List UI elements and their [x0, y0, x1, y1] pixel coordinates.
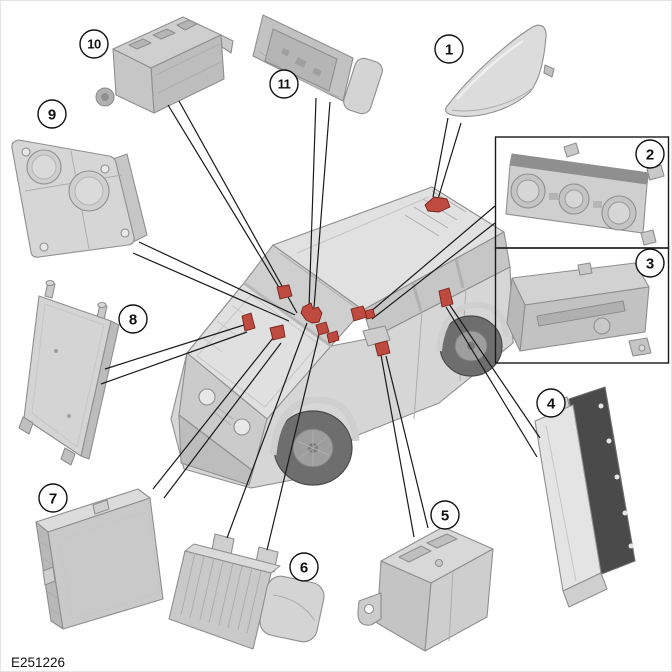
leader-line — [226, 322, 308, 539]
component-11-display — [252, 14, 383, 115]
callout-circle — [37, 99, 67, 129]
component-8-module — [18, 279, 120, 466]
callout-8: 8 — [118, 304, 148, 334]
detail-box-3 — [494, 247, 670, 364]
callout-number: 11 — [278, 77, 291, 92]
location-marker — [326, 330, 340, 344]
vehicle-illustration — [170, 186, 514, 489]
component-4-module — [534, 386, 636, 608]
component-6-amplifier — [168, 533, 325, 650]
leader-line — [138, 241, 296, 316]
location-marker — [438, 287, 454, 308]
leader-line — [152, 337, 274, 490]
location-marker — [269, 324, 286, 341]
callout-4: 4 — [536, 388, 566, 418]
callout-11: 11 — [269, 69, 299, 99]
figure-id-label: E251226 — [11, 655, 65, 670]
callout-circle — [430, 500, 460, 530]
leader-line — [132, 252, 290, 322]
location-marker — [315, 321, 330, 336]
leader-line — [432, 117, 449, 198]
callout-circle — [635, 139, 665, 169]
component-7-module — [35, 488, 164, 630]
leader-line — [385, 355, 429, 529]
callout-circle — [635, 248, 665, 278]
leader-line — [448, 303, 541, 439]
callout-10: 10 — [79, 29, 109, 59]
callout-circle — [289, 552, 319, 582]
location-markers — [241, 196, 454, 357]
component-10-module — [95, 16, 234, 114]
leader-line — [104, 324, 245, 370]
callout-number: 4 — [547, 396, 556, 413]
callout-number: 10 — [87, 37, 101, 52]
callout-number: 2 — [646, 147, 654, 164]
callout-number: 8 — [129, 312, 137, 329]
callout-number: 7 — [49, 491, 57, 508]
leader-line — [308, 97, 317, 309]
callout-number: 9 — [48, 107, 56, 124]
component-9-subwoofer — [11, 139, 148, 258]
callout-1: 1 — [434, 34, 464, 64]
location-marker — [276, 284, 293, 300]
leader-line — [178, 100, 298, 314]
leader-line — [380, 354, 415, 538]
location-marker — [424, 196, 451, 213]
leader-line — [100, 331, 248, 385]
callout-3: 3 — [635, 248, 665, 278]
callout-6: 6 — [289, 552, 319, 582]
component-1-antenna — [445, 24, 555, 117]
location-marker — [374, 340, 391, 357]
leader-line — [167, 104, 281, 290]
callout-circle — [79, 29, 109, 59]
location-marker — [241, 312, 256, 332]
callout-circle — [118, 304, 148, 334]
callout-number: 5 — [441, 508, 449, 525]
location-marker — [364, 308, 376, 320]
callout-circle — [38, 483, 68, 513]
callout-circle — [536, 388, 566, 418]
callout-9: 9 — [37, 99, 67, 129]
leader-line — [371, 222, 496, 320]
leader-line — [445, 306, 538, 458]
leader-line — [368, 205, 496, 314]
leader-line — [437, 122, 462, 200]
leader-line — [163, 342, 282, 499]
leader-line — [313, 101, 331, 309]
callout-number: 1 — [445, 42, 453, 59]
callout-circle — [434, 34, 464, 64]
component-3-module — [506, 262, 652, 357]
callout-number: 3 — [646, 256, 654, 273]
location-marker — [300, 302, 323, 324]
callout-5: 5 — [430, 500, 460, 530]
component-2-control-panel — [505, 142, 665, 246]
callout-2: 2 — [635, 139, 665, 169]
leader-lines — [100, 97, 541, 551]
callout-circle — [269, 69, 299, 99]
leader-line — [266, 333, 320, 551]
component-5-module — [357, 526, 494, 652]
callout-number: 6 — [300, 560, 308, 577]
callout-7: 7 — [38, 483, 68, 513]
